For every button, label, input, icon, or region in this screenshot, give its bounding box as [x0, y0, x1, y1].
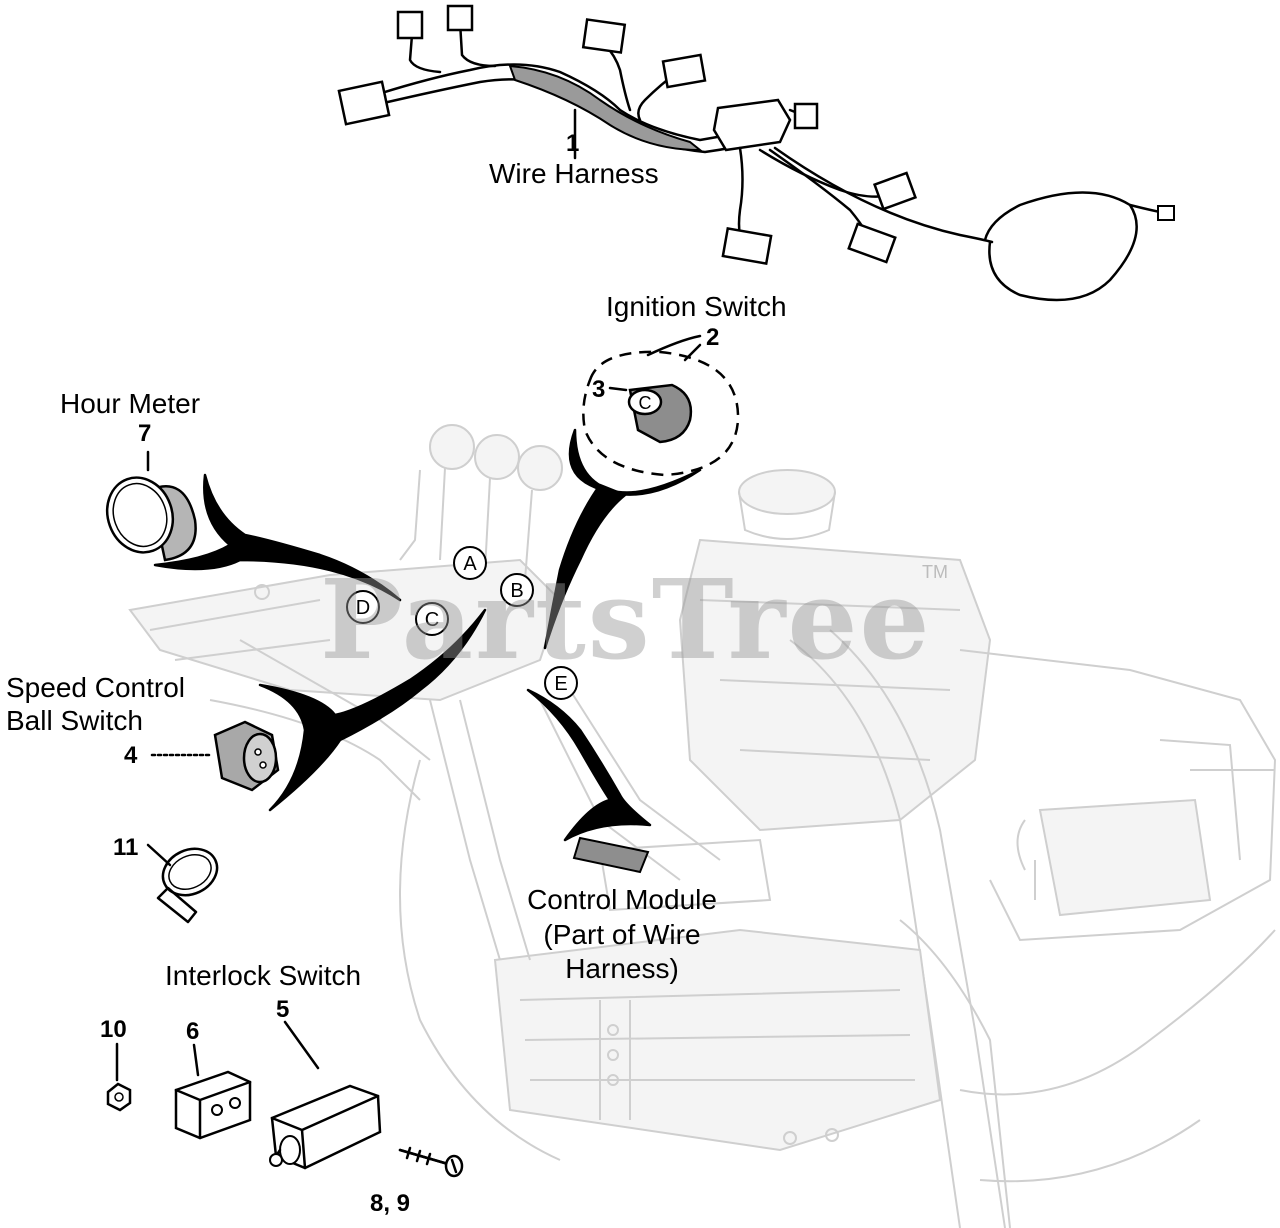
part-number-2: 2	[706, 324, 720, 351]
callout-b-text: B	[510, 580, 523, 602]
speed-control-switch-drawing	[213, 720, 280, 792]
callout-c-text: C	[425, 609, 439, 631]
speed-control-label-line1: Speed Control	[6, 672, 186, 703]
pointer-swooshes	[153, 428, 702, 842]
wire-harness-drawing	[337, 4, 1175, 302]
part-number-1: 1	[566, 130, 580, 157]
callout-e-text: E	[554, 673, 567, 695]
part-number-8-9: 8, 9	[370, 1190, 411, 1217]
wire-harness-label: Wire Harness	[489, 158, 659, 189]
callout-a: A	[453, 546, 487, 580]
watermark: PartsTree	[320, 555, 932, 684]
control-module-label-line1: Control Module	[527, 884, 717, 915]
control-module-label-line2: (Part of Wire	[543, 919, 701, 950]
callout-b: B	[500, 573, 534, 607]
key-callout-text: C	[639, 393, 652, 413]
hour-meter-label: Hour Meter	[60, 388, 201, 419]
ignition-switch-label: Ignition Switch	[606, 291, 787, 322]
watermark-trademark: TM	[922, 562, 948, 582]
ignition-switch-drawing	[582, 334, 740, 477]
leader-lines	[115, 108, 702, 1082]
interlock-switch-label: Interlock Switch	[165, 960, 362, 991]
part-number-11: 11	[113, 834, 139, 861]
control-module-drawing	[572, 836, 650, 874]
part-number-7: 7	[138, 420, 152, 447]
cable-tie-drawing	[156, 847, 219, 924]
part-number-6: 6	[186, 1018, 200, 1045]
part-number-5: 5	[276, 996, 290, 1023]
callout-e: E	[544, 666, 578, 700]
callout-a-text: A	[463, 553, 477, 575]
part-number-10: 10	[100, 1016, 127, 1043]
callout-d-text: D	[356, 597, 370, 619]
machine-outline	[128, 424, 1277, 1228]
part-number-4: 4	[124, 742, 138, 769]
callout-c: C	[415, 602, 449, 636]
part-number-3: 3	[592, 376, 606, 403]
hour-meter-drawing	[105, 476, 197, 562]
speed-control-label-line2: Ball Switch	[6, 705, 143, 736]
interlock-hardware-drawing	[106, 1070, 464, 1178]
control-module-label-line3: Harness)	[565, 953, 679, 984]
callout-d: D	[346, 590, 380, 624]
